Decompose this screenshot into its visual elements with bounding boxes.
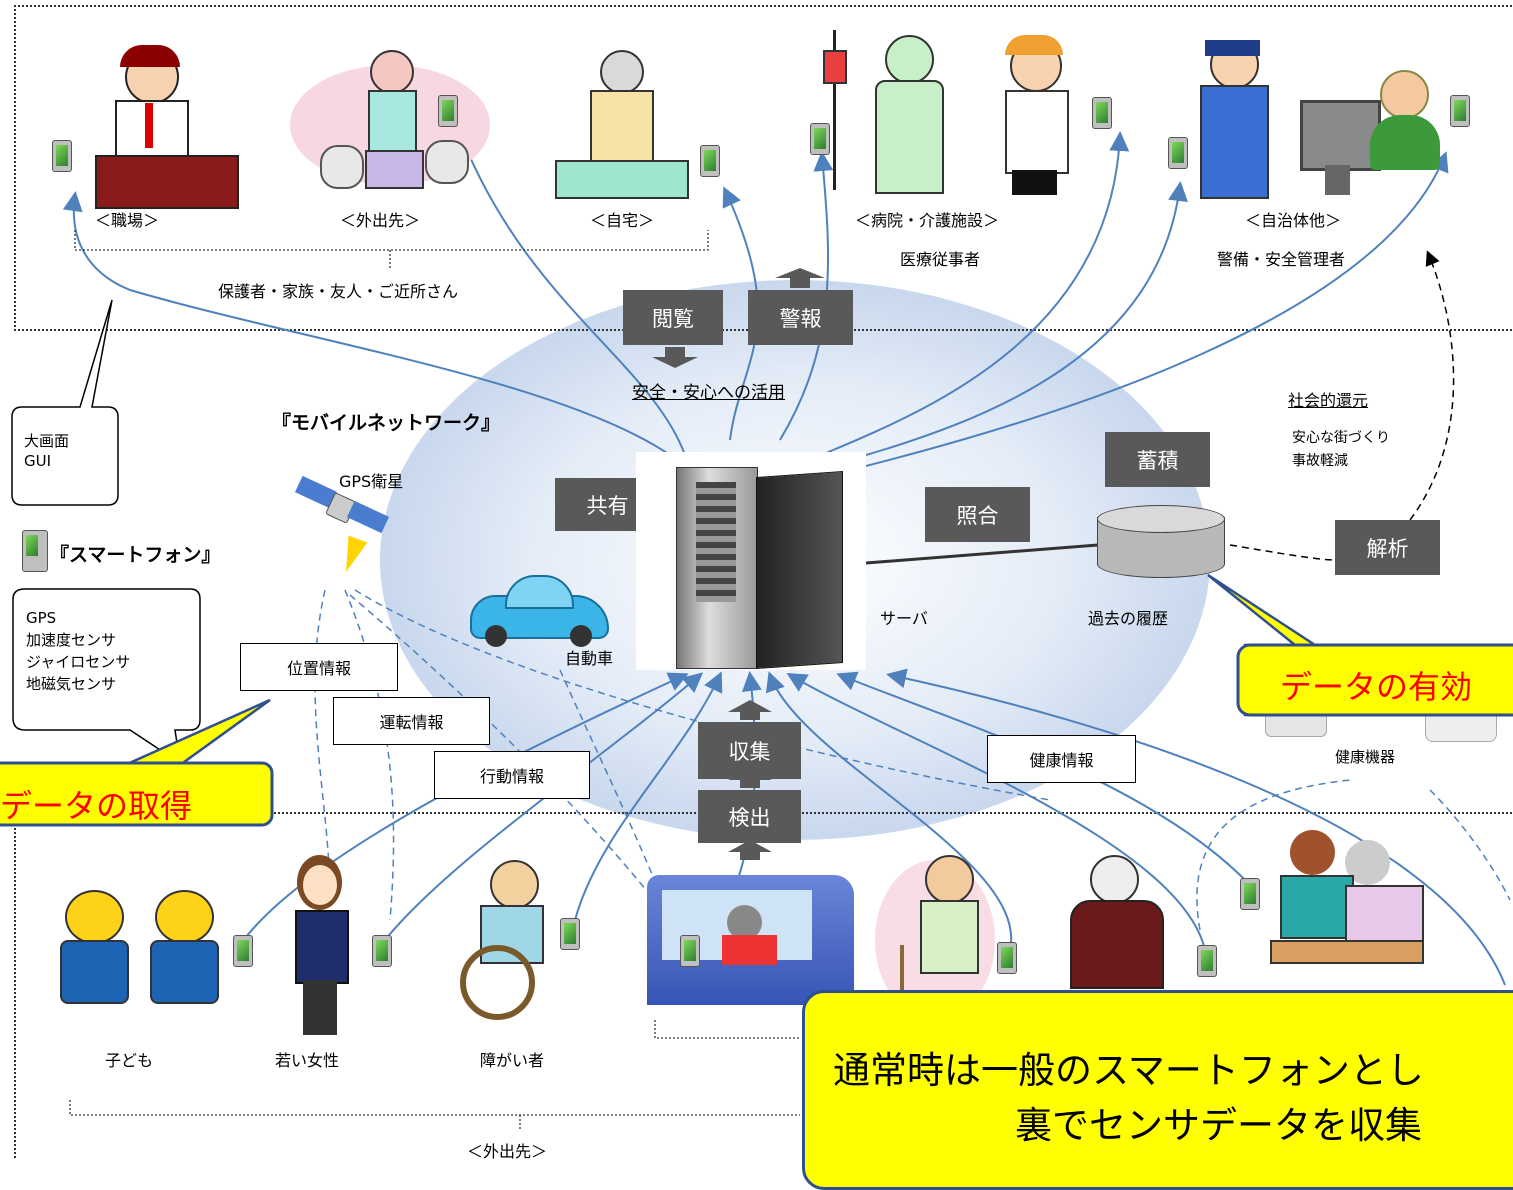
info-health: 健康情報 — [987, 735, 1136, 783]
shopper-figure — [290, 45, 490, 205]
person-child: 子ども — [105, 1051, 154, 1070]
smartphone-icon — [700, 145, 720, 177]
action-collect: 収集 — [698, 722, 801, 779]
blood-pressure-figure — [1060, 855, 1190, 990]
wheelchair-user-figure — [455, 860, 590, 1030]
smartphone-icon — [52, 140, 72, 172]
history-label: 過去の履歴 — [1088, 609, 1169, 628]
smartphone-icon — [1450, 95, 1470, 127]
smartphone-icon — [372, 935, 392, 967]
action-match: 照合 — [925, 487, 1030, 542]
server-label: サーバ — [880, 609, 928, 628]
person-young-woman: 若い女性 — [275, 1051, 340, 1070]
action-accumulate: 蓄積 — [1105, 432, 1210, 487]
network-title: 『モバイルネットワーク』 — [272, 412, 501, 434]
place-municipality: ＜自治体他＞ — [1245, 211, 1342, 230]
callout-effective: データの有効 — [1280, 668, 1473, 706]
young-woman-figure — [285, 855, 360, 1040]
car-label: 自動車 — [565, 649, 614, 668]
action-browse: 閲覧 — [623, 290, 723, 345]
bigscreen-line2: GUI — [24, 452, 52, 470]
smartphone-title: 『スマートフォン』 — [50, 544, 221, 566]
caregiver-figure — [1260, 820, 1485, 995]
flow-arrows — [652, 268, 825, 860]
bigscreen-line1: 大画面 — [24, 432, 70, 450]
sensor-magnetometer: 地磁気センサ — [26, 675, 117, 693]
action-analyze: 解析 — [1335, 520, 1440, 575]
smartphone-icon — [233, 935, 253, 967]
connection-arrows — [62, 116, 1511, 1130]
place-outing-top: ＜外出先＞ — [340, 211, 421, 230]
security-guard-figure — [1190, 40, 1275, 199]
effective-callout-shape — [1207, 573, 1513, 717]
smartphone-icon — [1197, 945, 1217, 977]
main-callout-line1: 通常時は一般のスマートフォンとし — [833, 1049, 1424, 1092]
satellite-icon — [294, 475, 392, 588]
bigscreen-callout — [11, 299, 119, 506]
smartphone-icon — [560, 918, 580, 950]
health-device-label: 健康機器 — [1335, 748, 1396, 766]
social-line2: 事故軽減 — [1292, 453, 1348, 469]
smartphone-icon — [997, 942, 1017, 974]
surgeon-figure — [815, 30, 950, 195]
smartphone-icon — [810, 123, 830, 155]
smartphone-icon — [1168, 137, 1188, 169]
database-icon — [1097, 505, 1225, 590]
smartphone-icon — [438, 95, 458, 127]
office-worker-figure — [90, 45, 240, 209]
info-position: 位置情報 — [240, 643, 398, 691]
place-hospital: ＜病院・介護施設＞ — [855, 211, 1000, 230]
place-outing-bottom: ＜外出先＞ — [467, 1142, 548, 1161]
driver-figure — [647, 875, 854, 1005]
main-callout-line2: 裏でセンサデータを収集 — [1015, 1104, 1422, 1147]
nurse-figure — [990, 35, 1080, 195]
social-line1: 安心な街づくり — [1292, 430, 1390, 446]
callout-acquire: データの取得 — [0, 787, 193, 825]
action-detect: 検出 — [698, 790, 801, 843]
smartphone-icon — [22, 530, 48, 572]
smartphone-icon — [1240, 878, 1260, 910]
children-figure — [45, 880, 240, 1025]
sensor-accelerometer: 加速度センサ — [26, 631, 117, 649]
use-label: 安全・安心への活用 — [632, 383, 785, 403]
sensor-gps: GPS — [26, 609, 57, 627]
gps-satellite-label: GPS衛星 — [339, 472, 404, 491]
server-tower — [636, 452, 866, 670]
group-security: 警備・安全管理者 — [1217, 250, 1346, 269]
social-title: 社会的還元 — [1288, 391, 1369, 410]
info-behavior: 行動情報 — [434, 751, 590, 799]
car-icon — [470, 570, 610, 650]
acquire-callout-shape — [0, 698, 274, 827]
homemaker-figure — [555, 50, 689, 199]
sensor-gyroscope: ジャイロセンサ — [26, 653, 131, 671]
smartphone-icon — [680, 935, 700, 967]
place-workplace: ＜職場＞ — [95, 211, 160, 230]
info-driving: 運転情報 — [333, 697, 490, 745]
person-disabled: 障がい者 — [480, 1051, 545, 1070]
action-alert: 警報 — [748, 290, 853, 345]
group-medical: 医療従事者 — [900, 250, 981, 269]
computer-operator-figure — [1300, 70, 1445, 200]
group-guardians: 保護者・家族・友人・ご近所さん — [218, 282, 459, 301]
place-home: ＜自宅＞ — [590, 211, 655, 230]
smartphone-icon — [1092, 97, 1112, 129]
